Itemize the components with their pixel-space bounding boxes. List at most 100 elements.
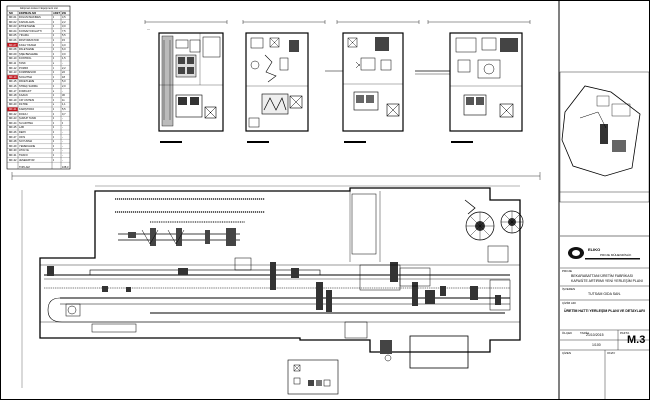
legend-cell-name: SOĞUTMA: [19, 75, 33, 79]
legend-cell-qty: 1: [53, 57, 55, 61]
legend-cell-no: MF-25: [9, 126, 17, 130]
company-name: ELIKO: [588, 247, 601, 252]
legend-cell-name: KASA YIKAMA: [19, 43, 37, 47]
legend-cell-qty: 1: [53, 52, 55, 56]
legend-cell-kw: -: [62, 130, 63, 134]
legend-cell-kw: -: [62, 89, 63, 93]
legend-highlight-marks: [7, 43, 18, 112]
legend-header-cell: NO: [9, 11, 13, 15]
legend-cell-no: MF-22: [9, 112, 17, 116]
legend-cell-kw: 18: [62, 75, 65, 79]
legend-cell-name: JENERATÖR: [19, 158, 35, 162]
date-label: TARİH: [580, 331, 589, 335]
company-logo: [568, 247, 640, 260]
legend-cell-qty: 1: [53, 107, 55, 111]
legend-highlight-mark: [7, 107, 18, 112]
legend-cell-kw: 30: [62, 94, 65, 98]
legend-cell-qty: 4: [53, 66, 55, 70]
legend-cell-kw: 22: [62, 71, 65, 75]
legend-cell-kw: -: [62, 144, 63, 148]
designer-label: ÇİZEN: [562, 351, 571, 355]
legend-cell-name: KARIŞTIRICI: [19, 107, 35, 111]
legend-cell-kw: 9: [62, 121, 64, 125]
scale-value: 1/100: [592, 343, 601, 347]
legend-cell-qty: 1: [53, 38, 55, 42]
drawing-code: M.3: [627, 334, 646, 346]
legend-cell-kw: 15: [62, 38, 65, 42]
project-line-1: BEKARABATTANI ÜRETİM FABRİKASI: [571, 274, 633, 278]
legend-cell-name: LAB: [19, 126, 24, 130]
legend-header-cell: kW: [62, 11, 66, 15]
legend-highlight-mark: [7, 75, 18, 79]
client-name: TUTSAM GIDA SAN.: [588, 292, 621, 296]
legend-cell-kw: 5,5: [62, 107, 66, 111]
title-block: [560, 235, 649, 399]
legend-cell-qty: 1: [53, 48, 55, 52]
legend-cell-kw: 1,5: [62, 57, 66, 61]
legend-cell-no: MF-32: [9, 158, 17, 162]
legend-cell-no: MF-28: [9, 140, 17, 144]
legend-cell-qty: 1: [53, 153, 55, 157]
legend-cell-qty: 1: [53, 20, 55, 24]
legend-cell-name: STREÇ SARMA: [19, 84, 38, 88]
legend-cell-no: MF-03: [9, 25, 17, 29]
drawing-title: ÜRETİM HATTI YERLEŞİM PLANI VE DETAYLARI: [564, 309, 645, 313]
legend-cell-no: MF-06: [9, 38, 17, 42]
legend-cell-qty: 1: [53, 98, 55, 102]
svg-text:—: —: [147, 27, 150, 31]
legend-cell-no: MF-05: [9, 34, 17, 38]
legend-cell-name: KOMPRESÖR: [19, 71, 36, 75]
legend-cell-kw: 11: [62, 98, 65, 102]
legend-cell-kw: 3,0: [62, 52, 66, 56]
legend-cell-kw: 3,0: [62, 25, 66, 29]
project-line-2: KAPASİTE ARTIRIMI YENİ YERLEŞİM PLANI: [571, 279, 643, 283]
legend-cell-name: PASTÖRİZATÖR: [19, 38, 39, 42]
legend-cell-kw: 5,0: [62, 80, 66, 84]
legend-cell-kw: 2,0: [62, 84, 66, 88]
legend-cell-qty: 1: [53, 84, 55, 88]
date-value: 21/10/2015: [586, 333, 604, 337]
legend-cell-kw: 0,7: [62, 112, 66, 116]
floor-plan-detail-4: [415, 20, 531, 143]
legend-cell-no: MF-10: [9, 57, 17, 61]
legend-cell-qty: 1: [53, 75, 55, 79]
legend-cell-name: KONVEYÖR HATTI: [19, 29, 42, 33]
legend-cell-no: MF-27: [9, 135, 17, 139]
legend-cell-no: MF-04: [9, 29, 17, 33]
legend-cell-qty: 1: [53, 140, 55, 144]
legend-cell-name: TANK: [19, 61, 26, 65]
legend-cell-kw: -: [62, 117, 63, 121]
legend-cell-kw: 4,0: [62, 43, 66, 47]
floor-plan-detail-1: —: [144, 20, 228, 143]
legend-highlight-mark: [7, 43, 18, 47]
legend-cell-name: DOZAJ: [19, 112, 28, 116]
legend-cell-no: MF-01: [9, 15, 17, 19]
legend-cell-qty: 1: [53, 144, 55, 148]
legend-cell-name: OFİS: [19, 135, 26, 139]
legend-cell-no: MF-23: [9, 117, 17, 121]
legend-total-value: 168,3: [62, 165, 69, 169]
legend-cell-name: ŞURUP TANKI: [19, 117, 37, 121]
legend-cell-no: MF-07: [9, 43, 17, 47]
symbol-legend-box: [287, 359, 339, 395]
legend-cell-qty: 1: [53, 71, 55, 75]
legend-cell-qty: 1: [53, 34, 55, 38]
legend-cell-no: MF-29: [9, 144, 17, 148]
legend-cell-name: DEPO: [19, 130, 27, 134]
legend-title: Ekipman Listesi / Equipment List: [20, 7, 58, 10]
legend-cell-kw: -: [62, 140, 63, 144]
legend-cell-qty: 1: [53, 149, 55, 153]
legend-cell-name: PALETLEME: [19, 48, 35, 52]
approved-label: ONAY: [607, 351, 616, 355]
main-production-layout-plan: [11, 172, 541, 388]
legend-cell-no: MF-20: [9, 103, 17, 107]
legend-cell-no: MF-13: [9, 71, 17, 75]
legend-cell-no: MF-02: [9, 20, 17, 24]
site-location-map: [559, 71, 650, 203]
legend-cell-no: MF-24: [9, 121, 17, 125]
legend-cell-qty: 1: [53, 135, 55, 139]
legend-cell-name: SU ARITMA: [19, 121, 33, 125]
legend-cell-name: KAZAN: [19, 94, 28, 98]
